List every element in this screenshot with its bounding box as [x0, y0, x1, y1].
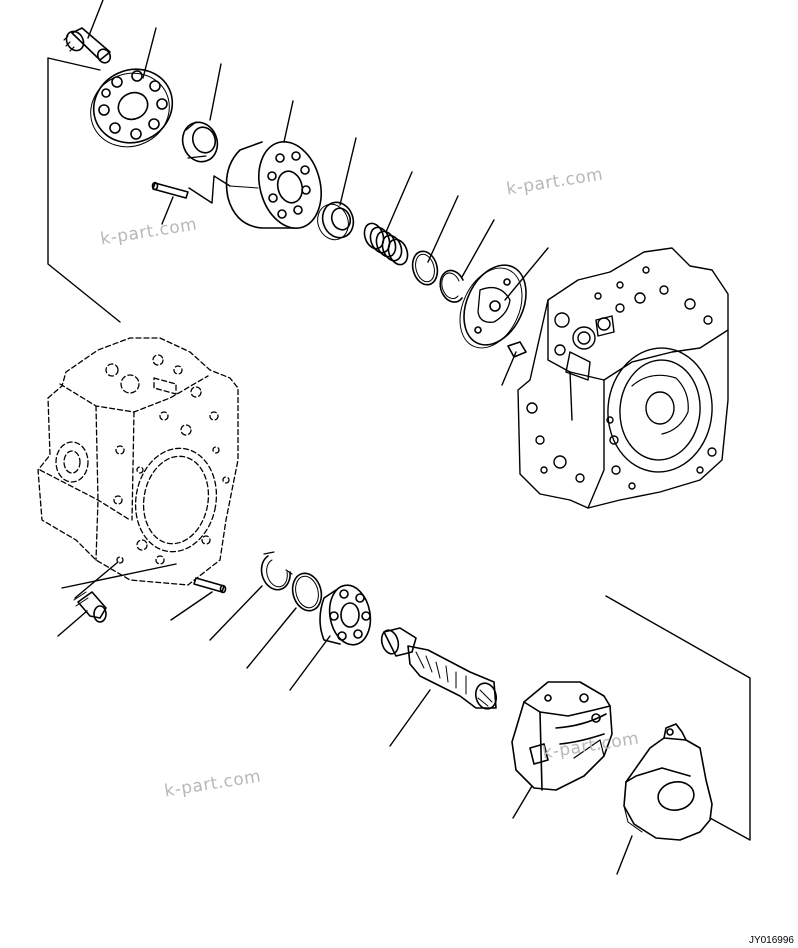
spacer-ring — [291, 572, 323, 612]
retainer-plate — [90, 68, 174, 148]
seal-ring — [317, 201, 355, 241]
spring — [363, 222, 409, 266]
washer — [411, 250, 439, 286]
leader-line-snap-ring — [461, 219, 495, 278]
swash-plate — [511, 681, 613, 791]
figure-code: JY016996 — [748, 935, 794, 946]
group-bracket-bolt-link-2 — [74, 561, 119, 599]
roller-bearing — [319, 584, 372, 646]
pin-to-block-link — [188, 175, 231, 204]
group-bracket-upper — [47, 57, 121, 323]
snap-ring-lower — [260, 551, 293, 591]
leader-line-bearing — [289, 635, 331, 691]
dowel-pin-small — [507, 341, 527, 358]
leader-line-spacer — [246, 607, 297, 669]
valve-plate — [459, 264, 527, 349]
leader-line-pin-long — [161, 196, 174, 225]
spherical-bushing — [181, 121, 219, 163]
leader-line-swash-plate — [512, 785, 533, 819]
cradle-plate — [623, 723, 713, 841]
leader-line-valve-plate — [504, 247, 549, 301]
leader-lines — [47, 0, 751, 875]
bolt — [73, 591, 107, 623]
dowel-pin — [193, 577, 227, 594]
snap-ring — [439, 269, 464, 303]
leader-line-pin-top — [87, 0, 104, 39]
group-bracket-lower — [605, 595, 751, 841]
leader-line-dowel-pin — [170, 591, 213, 621]
leader-line-snap-ring-lower — [209, 585, 263, 641]
group-bracket-bolt-link — [61, 563, 177, 589]
leader-line-seal-ring — [339, 137, 357, 206]
pin-long — [151, 181, 189, 199]
leader-line-cradle-plate — [616, 835, 633, 875]
leader-line-cylinder-block — [283, 100, 294, 143]
cylinder-block — [225, 140, 322, 230]
pump-housing-left — [37, 337, 239, 586]
pump-housing-right — [517, 247, 729, 509]
leader-line-shaft — [389, 689, 431, 747]
leader-line-washer — [427, 195, 459, 263]
piston-shoe — [63, 27, 112, 64]
leader-line-spherical-bushing — [209, 63, 222, 121]
drive-shaft — [380, 627, 498, 710]
leader-line-spring — [385, 171, 413, 233]
leader-line-bolt — [57, 610, 88, 637]
